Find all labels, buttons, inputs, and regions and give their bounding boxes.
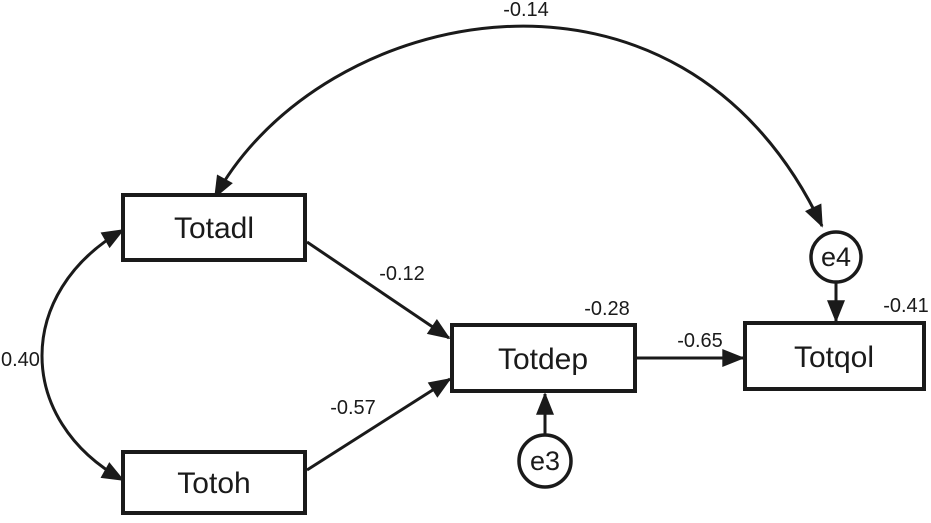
node-label-totadl: Totadl	[174, 212, 254, 245]
path-arrow-totadl-totdep	[306, 240, 451, 340]
edge-label-totadl-e4: -0.14	[503, 0, 549, 21]
edge-label-totadl-totdep: -0.12	[379, 263, 425, 285]
node-value-totqol: -0.41	[883, 295, 929, 317]
path-arrow-totoh-totdep	[306, 377, 452, 472]
node-label-totdep: Totdep	[498, 343, 588, 376]
edge-label-totdep-totqol: -0.65	[677, 330, 723, 352]
node-label-e3: e3	[530, 446, 560, 476]
node-circle-e4	[809, 230, 863, 284]
covariance-arrow-totadl-e4	[213, 24, 824, 228]
node-label-e4: e4	[821, 242, 851, 272]
node-box-totqol	[743, 321, 926, 391]
edge-label-totadl-totoh: 0.40	[1, 349, 40, 371]
node-circle-e3	[517, 433, 573, 489]
node-label-totqol: Totqol	[794, 341, 874, 374]
edge-label-totoh-totdep: -0.57	[330, 397, 376, 419]
node-label-totoh: Totoh	[177, 467, 250, 500]
node-box-totadl	[121, 193, 307, 262]
covariance-arrow-totadl-totoh	[40, 228, 125, 482]
node-box-totdep	[450, 323, 637, 393]
node-box-totoh	[121, 450, 307, 515]
node-value-totdep: -0.28	[584, 298, 630, 320]
